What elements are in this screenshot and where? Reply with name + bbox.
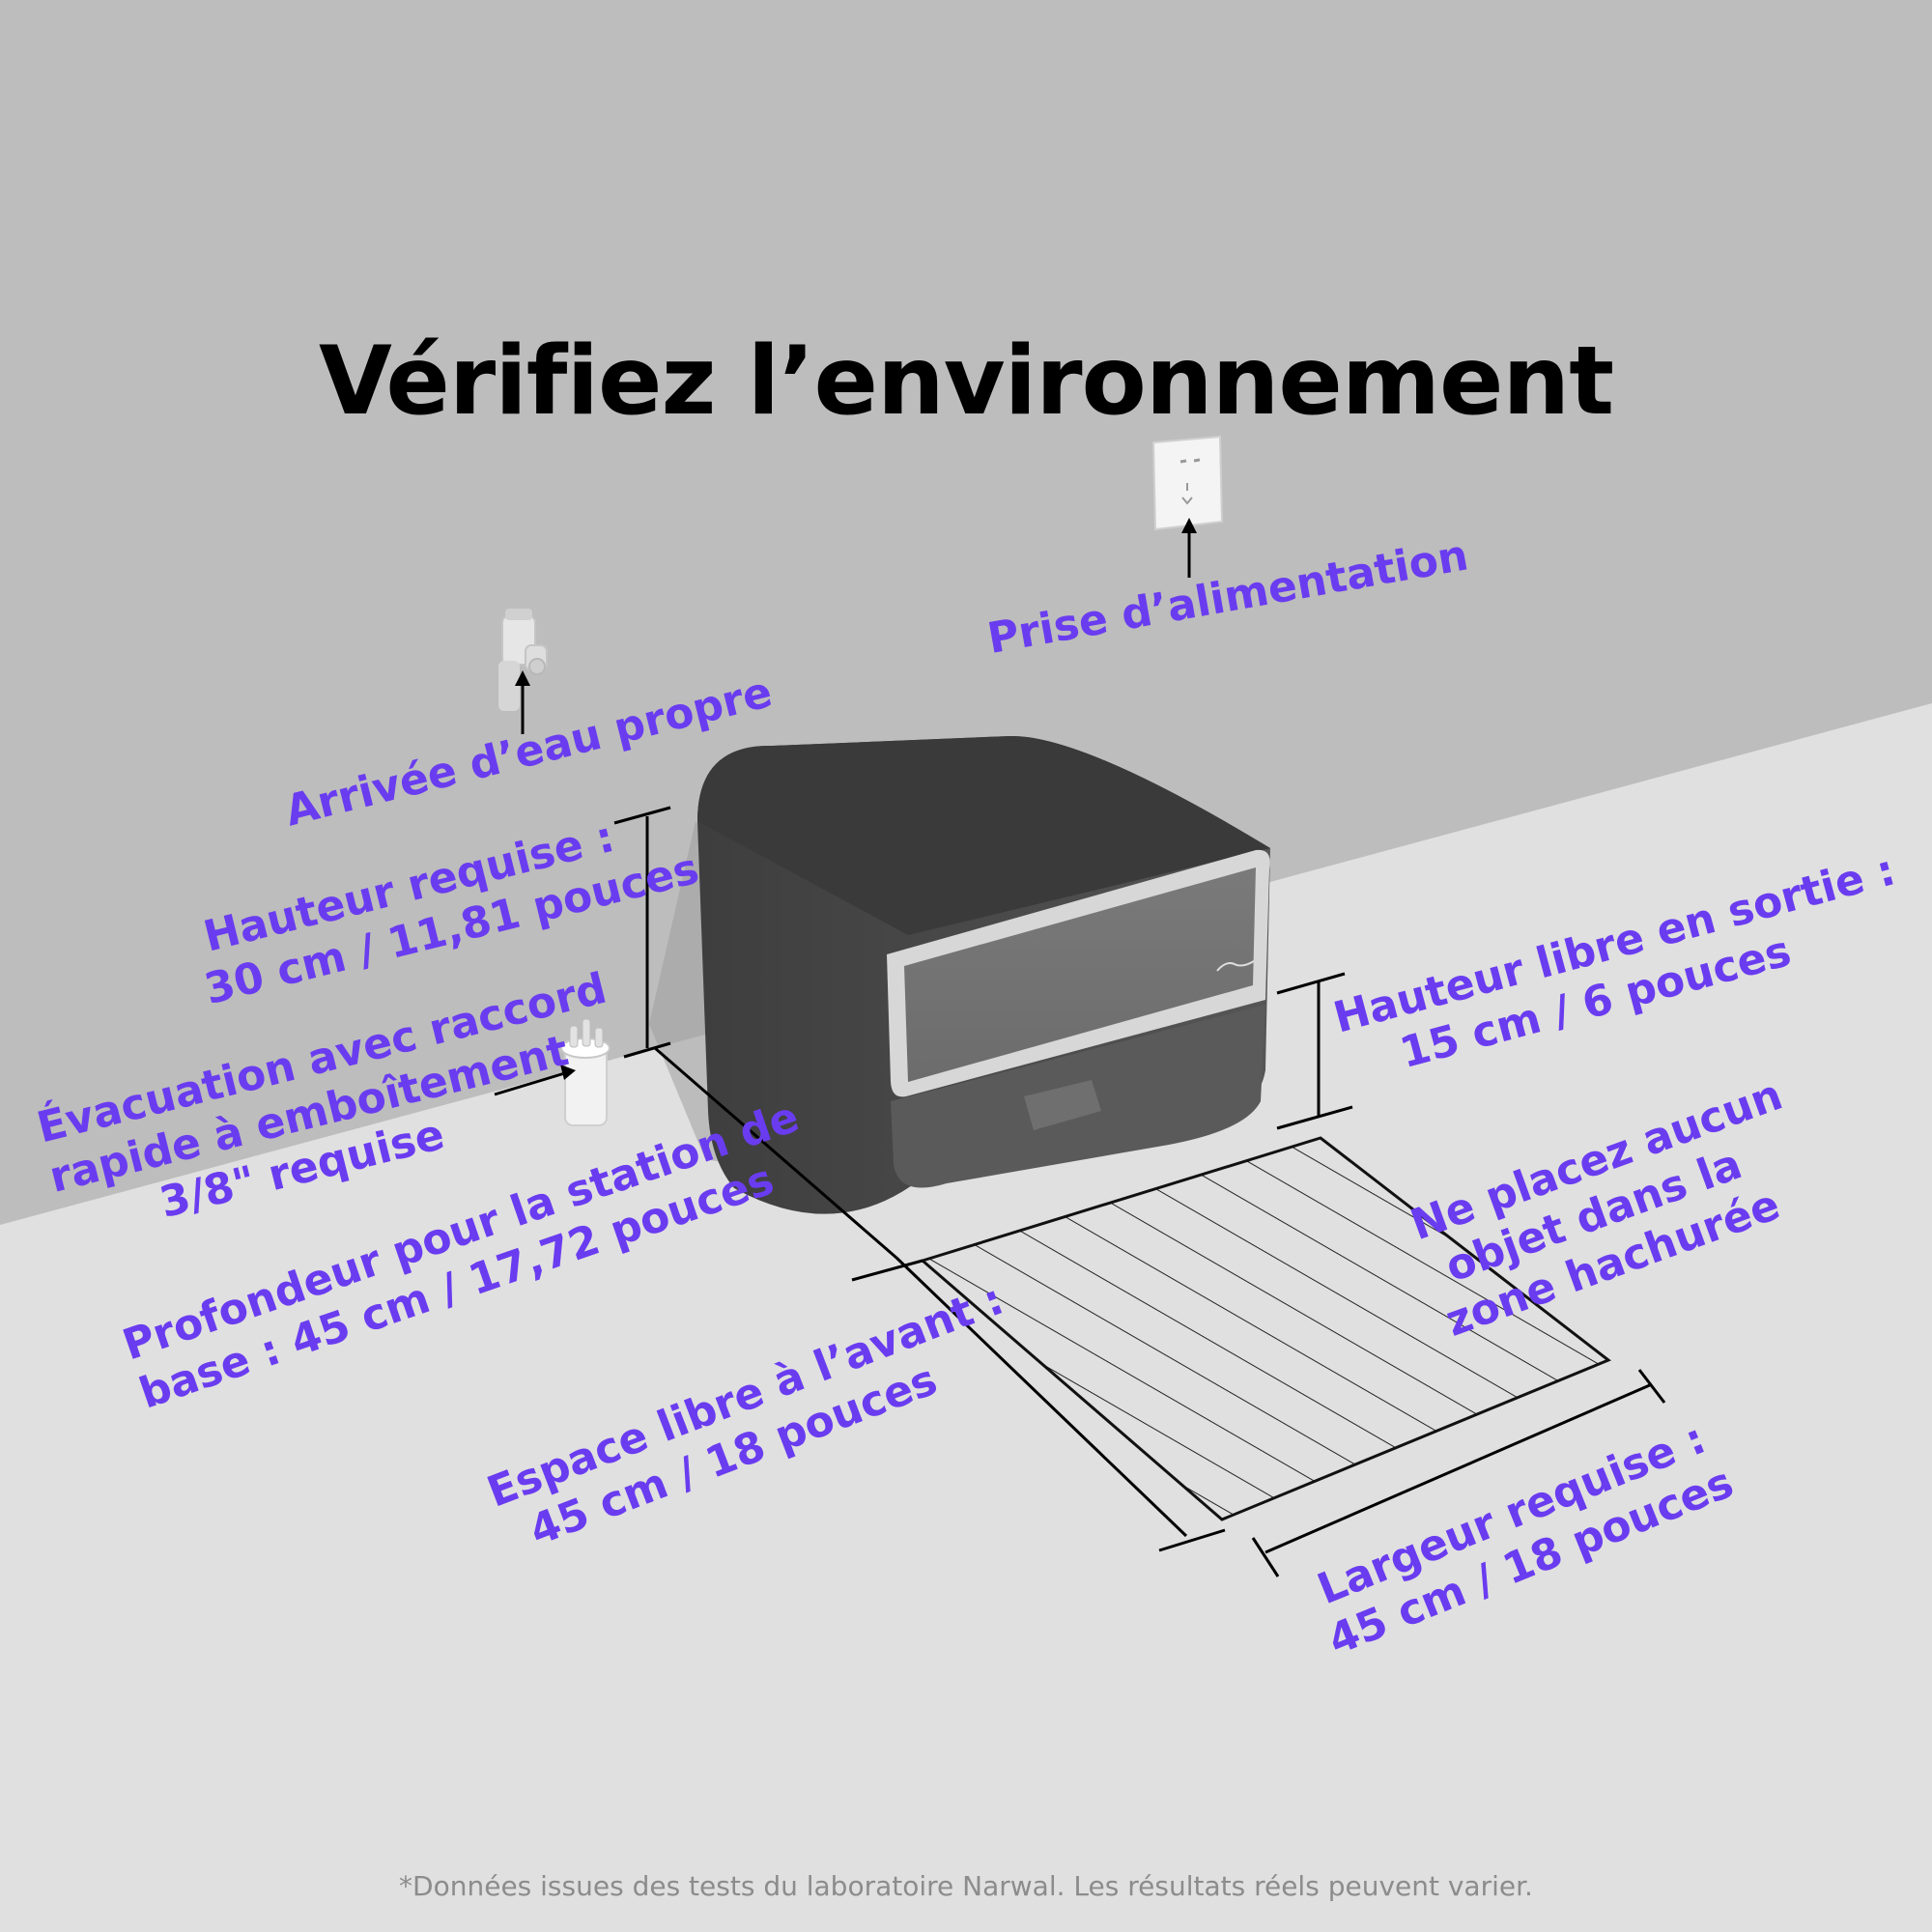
base-station [697, 735, 1270, 1214]
drain-pointer [494, 1070, 569, 1096]
power-outlet-arrowhead [1181, 518, 1197, 533]
water-inlet-arrowhead [515, 670, 530, 686]
front-space-dimension [895, 1256, 1226, 1552]
drain-fitting-icon [560, 1018, 611, 1126]
required-height-dimension [613, 806, 671, 1059]
hatched-zone [919, 1136, 1611, 1521]
drain-arrowhead [560, 1065, 576, 1080]
floor [0, 703, 1932, 1932]
width-dimension [1251, 1369, 1666, 1577]
depth-dimension [654, 1046, 923, 1282]
water-valve-icon [498, 609, 548, 711]
power-outlet-icon [1151, 435, 1224, 531]
page-title: Vérifiez l’environnement [318, 326, 1614, 437]
exit-clearance-dimension [1276, 972, 1353, 1130]
footnote: *Données issues des tests du laboratoire… [399, 1870, 1533, 1902]
